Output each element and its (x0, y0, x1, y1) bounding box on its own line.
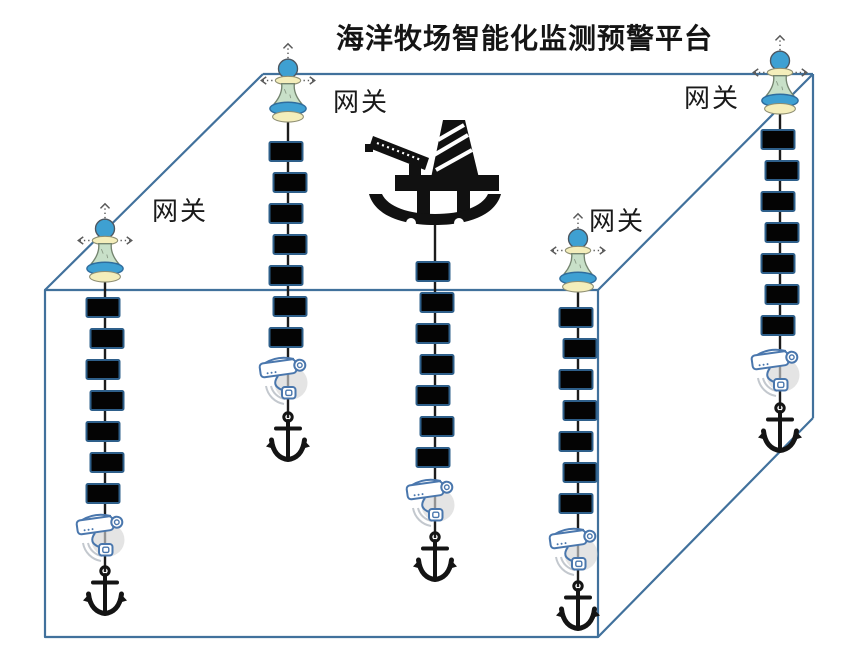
sensor-chain-link (85, 421, 121, 442)
sensor-chain-link (558, 369, 594, 390)
sensor-chain-link (562, 462, 598, 483)
sensor-chain-link (562, 400, 598, 421)
sensor-chain-link (558, 493, 594, 514)
cage-front-face (43, 288, 600, 639)
gateway-label: 网关 (684, 84, 741, 113)
anchor-icon (758, 404, 802, 451)
mooring-front-right (548, 213, 606, 629)
moorings-layer (75, 35, 808, 629)
sensor-chain-link (85, 483, 121, 504)
mooring-back-right (750, 35, 808, 451)
sensor-chain-link (268, 265, 304, 286)
sensor-chain-link (268, 141, 304, 162)
anchor-icon (83, 567, 127, 614)
sensor-chain-link (415, 323, 451, 344)
sensor-chain-link (764, 284, 800, 305)
sensor-chain-link (558, 431, 594, 452)
mooring-center (365, 118, 503, 580)
sensor-chain-link (415, 447, 451, 468)
sensor-chain-link (415, 385, 451, 406)
sensor-chain-link (85, 359, 121, 380)
sensor-chain-link (764, 222, 800, 243)
sensor-chain-link (89, 452, 125, 473)
anchor-icon (413, 533, 457, 580)
gateway-label: 网关 (333, 88, 390, 117)
underwater-camera-icon (75, 513, 126, 562)
mooring-front-left (75, 203, 133, 614)
anchor-icon (556, 582, 600, 629)
sensor-chain-link (272, 234, 308, 255)
cage-wireframe (43, 72, 815, 639)
sensor-chain-link (268, 327, 304, 348)
sensor-chain-link (760, 129, 796, 150)
sensor-chain-link (558, 307, 594, 328)
gateway-label: 网关 (152, 197, 209, 226)
gateway-buoy-icon (77, 203, 133, 283)
underwater-camera-icon (750, 348, 801, 397)
cage-edge-bottom-slant (597, 417, 814, 638)
sensor-chain-link (419, 354, 455, 375)
offshore-platform-icon (365, 118, 503, 230)
sensor-chain-link (85, 297, 121, 318)
sensor-chain-link (760, 191, 796, 212)
sensor-chain-link (419, 416, 455, 437)
sensor-chain-link (272, 172, 308, 193)
sensor-chain-link (760, 253, 796, 274)
cage-edge-left-slant (44, 73, 264, 291)
anchor-icon (266, 413, 310, 460)
sensor-chain-link (562, 338, 598, 359)
sensor-chain-link (89, 328, 125, 349)
underwater-camera-icon (258, 356, 309, 405)
underwater-camera-icon (405, 478, 456, 527)
mooring-back-left (258, 43, 316, 460)
diagram-title: 海洋牧场智能化监测预警平台 (336, 24, 714, 55)
sensor-chain-link (272, 296, 308, 317)
gateway-buoy-icon (260, 43, 316, 123)
underwater-camera-icon (548, 527, 599, 576)
sensor-chain-link (89, 390, 125, 411)
sensor-chain-link (415, 261, 451, 282)
sensor-chain-link (764, 160, 800, 181)
sensor-chain-link (419, 292, 455, 313)
sensor-chain-link (268, 203, 304, 224)
sensor-chain-link (760, 315, 796, 336)
gateway-label: 网关 (589, 207, 646, 236)
